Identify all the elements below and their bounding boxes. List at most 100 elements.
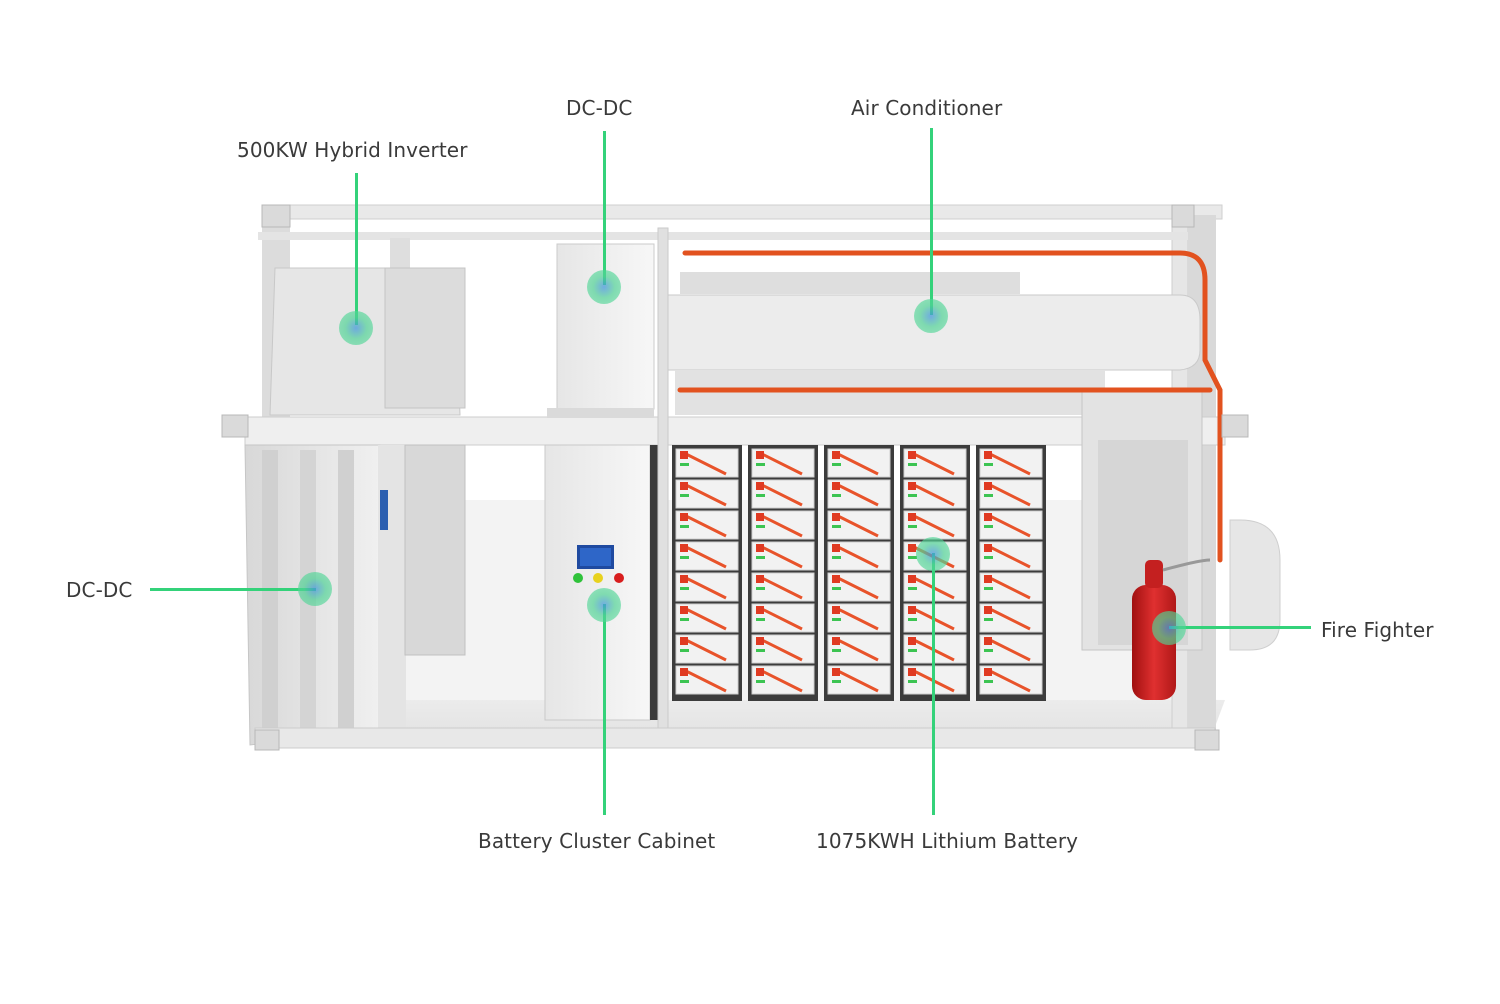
battery-status-led <box>908 525 917 528</box>
battery-terminal <box>832 575 840 583</box>
hotspot-fire-fighter[interactable] <box>1152 611 1186 645</box>
battery-terminal <box>832 513 840 521</box>
battery-cable <box>683 544 727 569</box>
battery-cable <box>759 544 803 569</box>
battery-cable <box>835 544 879 569</box>
battery-terminal <box>908 637 916 645</box>
battery-cable <box>759 637 803 662</box>
battery-terminal <box>984 451 992 459</box>
battery-cable <box>683 575 727 600</box>
battery-terminal <box>680 637 688 645</box>
callout-label-fire-fighter: Fire Fighter <box>1321 618 1434 642</box>
battery-status-led <box>680 649 689 652</box>
battery-terminal <box>680 513 688 521</box>
battery-terminal <box>756 513 764 521</box>
battery-status-led <box>832 463 841 466</box>
container-bottom-rail <box>254 727 1216 749</box>
battery-cable <box>987 668 1031 693</box>
battery-status-led <box>680 463 689 466</box>
battery-status-led <box>680 494 689 497</box>
battery-cable <box>987 482 1031 507</box>
battery-cable <box>835 606 879 631</box>
battery-status-led <box>984 463 993 466</box>
battery-cable <box>911 513 955 538</box>
dcdc-corrugated-panel <box>244 444 466 746</box>
battery-status-led <box>832 618 841 621</box>
battery-terminal <box>908 451 916 459</box>
battery-terminal <box>984 482 992 490</box>
battery-cable <box>835 451 879 476</box>
battery-terminal <box>832 544 840 552</box>
battery-status-led <box>984 525 993 528</box>
hotspot-dcdc-left[interactable] <box>298 572 332 606</box>
battery-status-led <box>756 587 765 590</box>
battery-status-led <box>756 618 765 621</box>
battery-status-led <box>984 587 993 590</box>
battery-status-led <box>832 680 841 683</box>
hotspot-battery-cluster-cabinet[interactable] <box>587 588 621 622</box>
leader-line-fire-fighter <box>1169 626 1311 629</box>
battery-status-led <box>756 680 765 683</box>
battery-status-led <box>756 463 765 466</box>
battery-terminal <box>756 482 764 490</box>
battery-status-led <box>908 463 917 466</box>
battery-cable <box>683 637 727 662</box>
hotspot-hybrid-inverter[interactable] <box>339 311 373 345</box>
hotspot-dcdc-top[interactable] <box>587 270 621 304</box>
leader-line-air-conditioner <box>930 128 933 315</box>
battery-terminal <box>680 668 688 676</box>
battery-status-led <box>908 556 917 559</box>
battery-terminal <box>984 606 992 614</box>
battery-cable <box>759 606 803 631</box>
battery-terminal <box>984 513 992 521</box>
battery-cable <box>835 482 879 507</box>
battery-status-led <box>908 680 917 683</box>
battery-cable <box>987 544 1031 569</box>
battery-terminal <box>832 482 840 490</box>
battery-terminal <box>832 606 840 614</box>
hotspot-air-conditioner[interactable] <box>914 299 948 333</box>
callout-label-air-conditioner: Air Conditioner <box>851 96 1003 120</box>
battery-cable <box>835 513 879 538</box>
battery-cable <box>759 513 803 538</box>
battery-cluster-cabinet-unit <box>544 444 658 721</box>
battery-status-led <box>832 525 841 528</box>
battery-cable <box>911 482 955 507</box>
battery-cable <box>911 451 955 476</box>
battery-terminal <box>680 544 688 552</box>
battery-cable <box>835 668 879 693</box>
battery-terminal <box>680 482 688 490</box>
battery-terminal <box>832 668 840 676</box>
battery-terminal <box>832 451 840 459</box>
battery-terminal <box>908 668 916 676</box>
callout-label-lithium-battery: 1075KWH Lithium Battery <box>816 829 1079 853</box>
battery-status-led <box>680 618 689 621</box>
battery-status-led <box>984 618 993 621</box>
battery-cable <box>683 482 727 507</box>
battery-status-led <box>984 556 993 559</box>
leader-line-dcdc-top <box>603 131 606 285</box>
battery-status-led <box>756 494 765 497</box>
lithium-battery-racks <box>672 445 1046 701</box>
battery-terminal <box>984 637 992 645</box>
battery-cable <box>759 482 803 507</box>
battery-status-led <box>984 680 993 683</box>
battery-terminal <box>756 606 764 614</box>
leader-line-hybrid-inverter <box>355 173 358 325</box>
battery-terminal <box>756 668 764 676</box>
callout-label-dcdc-top: DC-DC <box>566 96 633 120</box>
battery-terminal <box>680 575 688 583</box>
battery-status-led <box>908 587 917 590</box>
battery-cable <box>987 513 1031 538</box>
container-top-rail <box>244 416 1226 446</box>
battery-terminal <box>756 575 764 583</box>
leader-line-battery-cluster-cabinet <box>603 604 606 815</box>
battery-cable <box>683 451 727 476</box>
battery-status-led <box>908 649 917 652</box>
battery-status-led <box>908 618 917 621</box>
hotspot-lithium-battery[interactable] <box>916 537 950 571</box>
battery-status-led <box>832 587 841 590</box>
battery-status-led <box>680 556 689 559</box>
battery-terminal <box>908 544 916 552</box>
